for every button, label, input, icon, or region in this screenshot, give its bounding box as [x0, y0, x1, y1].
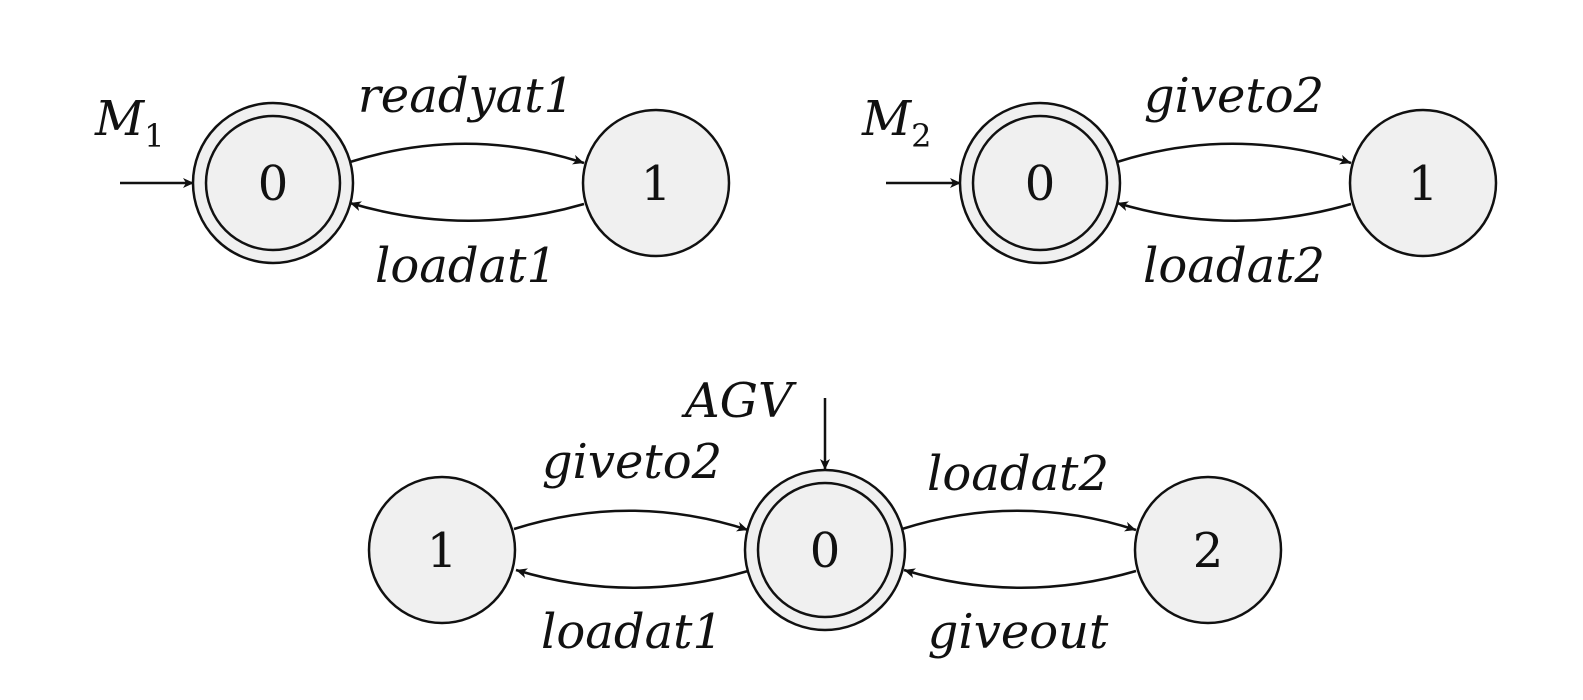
automaton-agv-name: AGV: [681, 373, 797, 429]
state-label: 0: [1025, 156, 1056, 212]
transition-edge: [901, 509, 1137, 532]
state-label: 0: [810, 523, 841, 579]
state-label: 0: [258, 156, 289, 212]
state-0[interactable]: 0: [743, 468, 907, 632]
state-2[interactable]: 2: [1133, 475, 1283, 625]
state-label: 1: [1408, 156, 1439, 212]
transition-label: giveto2: [542, 434, 722, 490]
automaton-m1: M1 0 1 readyat1 loadat1: [94, 68, 731, 294]
state-label: 2: [1193, 523, 1224, 579]
transition-edge: [515, 568, 749, 589]
state-0[interactable]: 0: [191, 101, 355, 265]
automaton-m1-name: M1: [94, 91, 165, 155]
transition-label: loadat2: [1143, 238, 1325, 294]
transition-edge: [349, 142, 585, 165]
state-1[interactable]: 1: [367, 475, 517, 625]
transition-label: loadat2: [927, 446, 1109, 502]
automaton-m2-name: M2: [861, 91, 932, 155]
transition-label: loadat1: [541, 604, 723, 660]
state-0[interactable]: 0: [958, 101, 1122, 265]
transition-edge: [513, 509, 749, 532]
automaton-m2: M2 0 1 giveto2 loadat2: [861, 68, 1498, 294]
automaton-agv: AGV 1 0 2 giveto2 loadat1 loadat2 giveou…: [367, 373, 1283, 660]
state-1[interactable]: 1: [1348, 108, 1498, 258]
transition-label: giveto2: [1144, 68, 1324, 124]
transition-edge: [1116, 142, 1352, 165]
transition-label: giveout: [928, 604, 1109, 660]
transition-label: readyat1: [358, 68, 574, 124]
state-label: 1: [427, 523, 458, 579]
state-1[interactable]: 1: [581, 108, 731, 258]
transition-label: loadat1: [375, 238, 557, 294]
transition-edge: [1116, 201, 1352, 222]
transition-edge: [349, 201, 585, 222]
state-label: 1: [641, 156, 672, 212]
transition-edge: [903, 568, 1137, 589]
